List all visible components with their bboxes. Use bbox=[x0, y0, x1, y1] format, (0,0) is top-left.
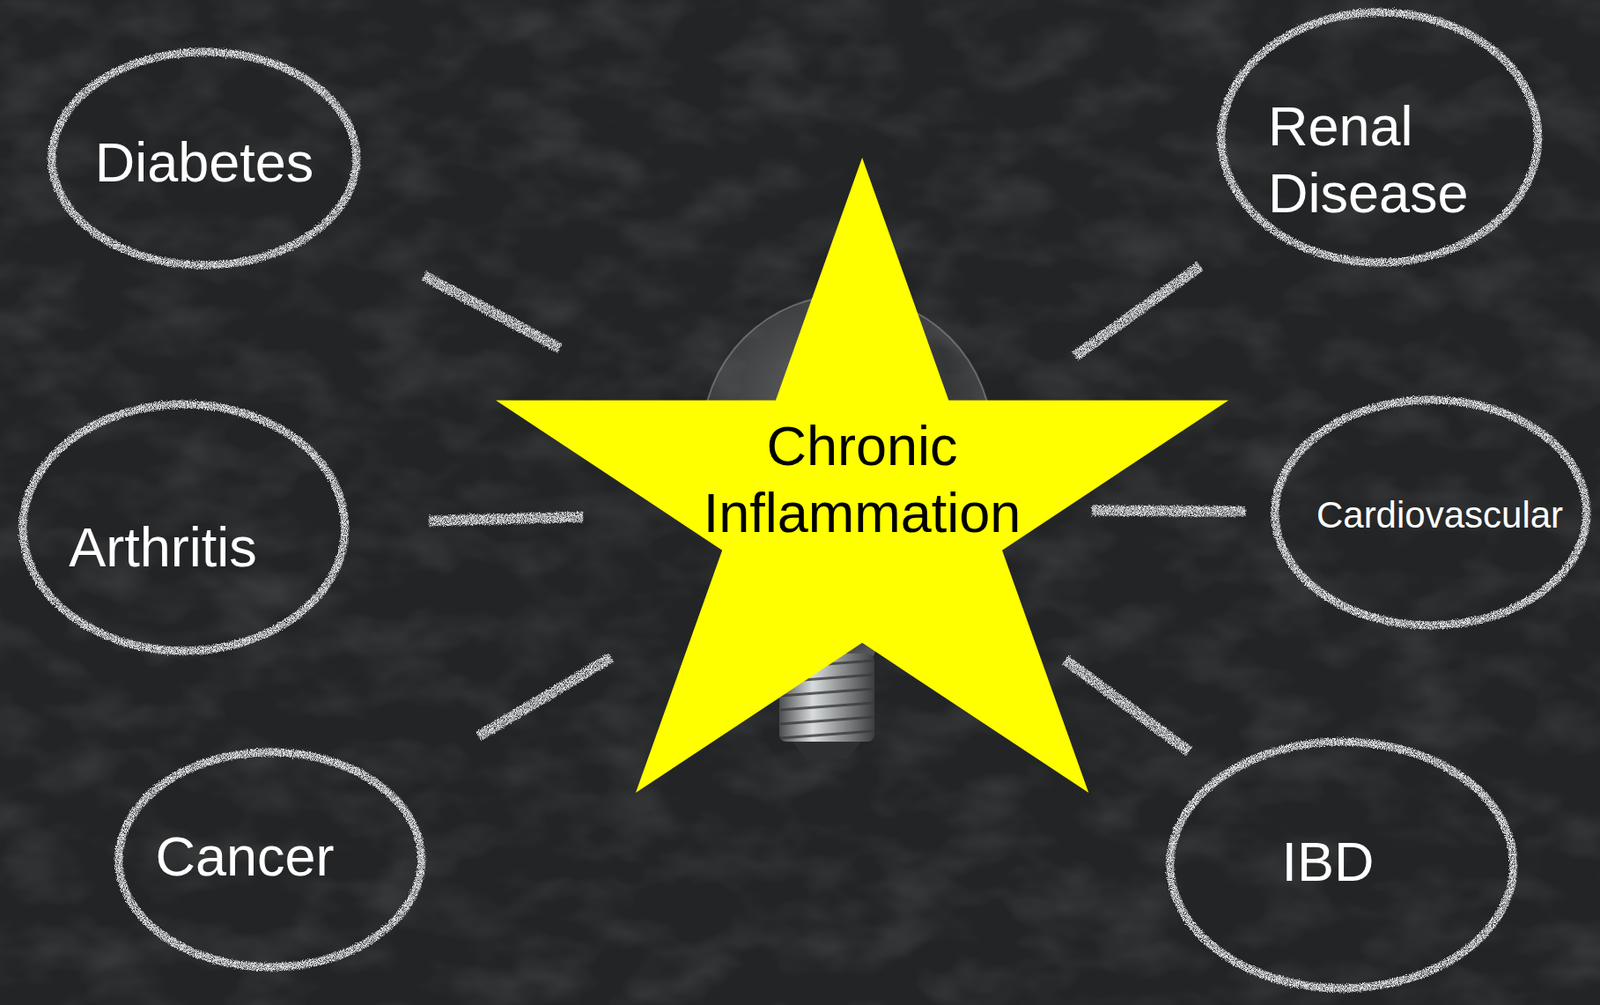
node-label: Diabetes bbox=[95, 129, 315, 197]
node-label: IBD bbox=[1281, 828, 1374, 896]
chalk-dash bbox=[1065, 659, 1190, 752]
node-label: Chronic Inflammation bbox=[694, 412, 1030, 546]
node-label: Renal Disease bbox=[1268, 93, 1489, 227]
disease-ellipse: Renal Disease bbox=[1214, 5, 1546, 270]
chalk-dash bbox=[423, 275, 560, 348]
chalk-outline bbox=[1170, 741, 1514, 989]
chalk-outline bbox=[22, 404, 346, 651]
node-label: Cardiovascular bbox=[1316, 493, 1564, 538]
chalk-outline bbox=[118, 752, 422, 967]
chalk-dash bbox=[429, 516, 584, 522]
chalk-outline bbox=[51, 51, 357, 266]
bulb-contact bbox=[792, 741, 862, 760]
central-star: Chronic Inflammation bbox=[495, 157, 1229, 793]
chalk-outline bbox=[1221, 12, 1539, 263]
chalk-dash bbox=[1075, 265, 1201, 356]
star-fill bbox=[495, 157, 1229, 793]
disease-ellipse: Cardiovascular bbox=[1268, 392, 1594, 633]
chalk-outline bbox=[1275, 399, 1587, 626]
node-label: Arthritis bbox=[68, 514, 258, 582]
disease-ellipse: Diabetes bbox=[44, 44, 364, 273]
disease-ellipse: Cancer bbox=[111, 744, 429, 974]
chalk-dash bbox=[1091, 510, 1247, 512]
chalk-dash bbox=[479, 657, 612, 737]
disease-ellipse: IBD bbox=[1163, 734, 1521, 996]
node-label: Cancer bbox=[154, 823, 334, 891]
disease-ellipse: Arthritis bbox=[15, 397, 353, 658]
